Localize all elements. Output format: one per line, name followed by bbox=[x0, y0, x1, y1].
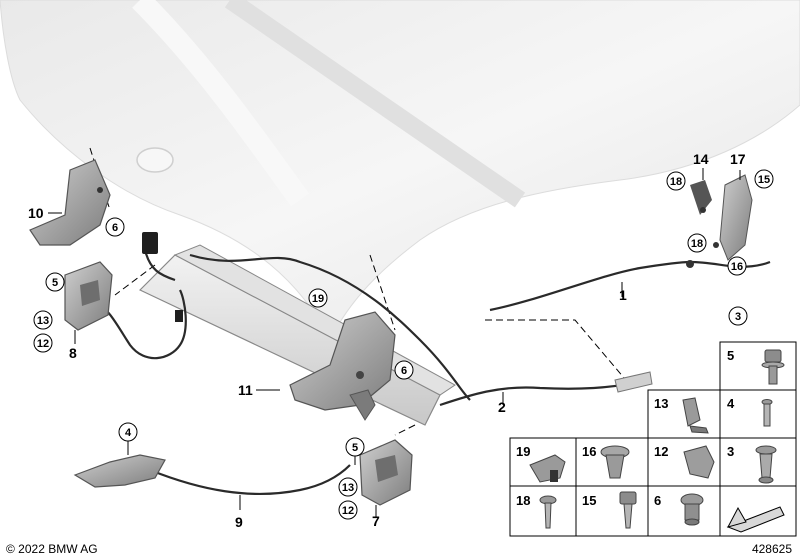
circled-label-12a: 12 bbox=[37, 338, 49, 350]
circled-label-18b: 18 bbox=[691, 238, 703, 250]
hood-lock-8 bbox=[64, 261, 113, 331]
cable-sleeve-2 bbox=[614, 371, 653, 393]
circled-label-12b: 12 bbox=[342, 505, 354, 517]
rivet-icon bbox=[761, 399, 773, 427]
legend-label-13: 13 bbox=[654, 396, 668, 411]
legend-label-15: 15 bbox=[582, 493, 596, 508]
dashed-guides bbox=[89, 147, 631, 436]
circled-label-18a: 18 bbox=[670, 176, 682, 188]
circled-label-15: 15 bbox=[758, 174, 770, 186]
legend-label-5: 5 bbox=[727, 348, 734, 363]
circled-labels bbox=[33, 169, 774, 520]
cable-2 bbox=[439, 380, 641, 407]
hex-screw-icon bbox=[619, 491, 637, 529]
release-lever-9 bbox=[73, 454, 166, 488]
clamp-icon bbox=[683, 445, 715, 479]
cable-1 bbox=[489, 260, 691, 312]
part-label-9: 9 bbox=[235, 514, 243, 530]
part-labels: 10 8 11 1 2 9 7 14 17 bbox=[28, 151, 746, 530]
hood-lock-7 bbox=[359, 439, 413, 506]
orientation-arrow-icon bbox=[726, 506, 785, 533]
circled-label-6b: 6 bbox=[401, 365, 407, 377]
copyright-text: © 2022 BMW AG bbox=[6, 542, 98, 556]
diagram-number: 428625 bbox=[751, 542, 792, 556]
circled-label-19: 19 bbox=[312, 293, 324, 305]
part-label-10: 10 bbox=[28, 205, 44, 221]
cable-holder-icon bbox=[529, 454, 566, 483]
cable-nipple bbox=[686, 260, 694, 268]
circled-label-4: 4 bbox=[125, 427, 132, 439]
circled-label-13a: 13 bbox=[37, 315, 49, 327]
cable-8 bbox=[94, 289, 187, 360]
legend-label-16: 16 bbox=[582, 444, 596, 459]
circled-label-13b: 13 bbox=[342, 482, 354, 494]
legend-label-19: 19 bbox=[516, 444, 530, 459]
legend-label-18: 18 bbox=[516, 493, 530, 508]
bowden-cables bbox=[94, 249, 771, 495]
part-label-14: 14 bbox=[693, 151, 709, 167]
part-label-2: 2 bbox=[498, 399, 506, 415]
circled-label-texts: 6 5 13 12 19 6 4 5 13 12 18 15 18 16 3 bbox=[37, 174, 770, 517]
electrical-connector bbox=[142, 232, 183, 322]
small-parts-legend bbox=[509, 341, 797, 537]
part-label-11: 11 bbox=[238, 382, 253, 398]
circled-label-3: 3 bbox=[735, 311, 741, 323]
circled-label-6a: 6 bbox=[112, 222, 118, 234]
cable-9 bbox=[149, 464, 351, 495]
flange-bolt-icon bbox=[680, 493, 704, 526]
push-rivet-icon bbox=[755, 445, 777, 484]
handle-assembly-14-17 bbox=[690, 174, 753, 261]
part-label-7: 7 bbox=[372, 513, 380, 529]
legend-label-3: 3 bbox=[727, 444, 734, 459]
screw-icon bbox=[539, 495, 557, 529]
legend-cell-texts: 5 4 13 3 19 16 12 18 15 6 bbox=[516, 348, 735, 508]
cable-wire bbox=[143, 249, 176, 282]
circled-label-16: 16 bbox=[731, 261, 743, 273]
leader-lines bbox=[48, 168, 741, 518]
legend-label-12: 12 bbox=[654, 444, 668, 459]
clip-icon bbox=[682, 397, 709, 434]
part-label-8: 8 bbox=[69, 345, 77, 361]
circled-label-5a: 5 bbox=[52, 277, 58, 289]
center-lock-11 bbox=[289, 311, 396, 421]
hinge-bracket-10 bbox=[29, 159, 111, 246]
legend-part-drawings bbox=[529, 349, 785, 533]
circled-label-5b: 5 bbox=[352, 442, 358, 454]
legend-label-4: 4 bbox=[727, 396, 735, 411]
part-label-1: 1 bbox=[619, 287, 627, 303]
legend-label-6: 6 bbox=[654, 493, 661, 508]
bolt-icon bbox=[761, 349, 785, 385]
cable-19 bbox=[189, 253, 471, 401]
hood-panel bbox=[0, 0, 800, 342]
expanding-nut-icon bbox=[600, 445, 630, 479]
part-label-17: 17 bbox=[730, 151, 746, 167]
